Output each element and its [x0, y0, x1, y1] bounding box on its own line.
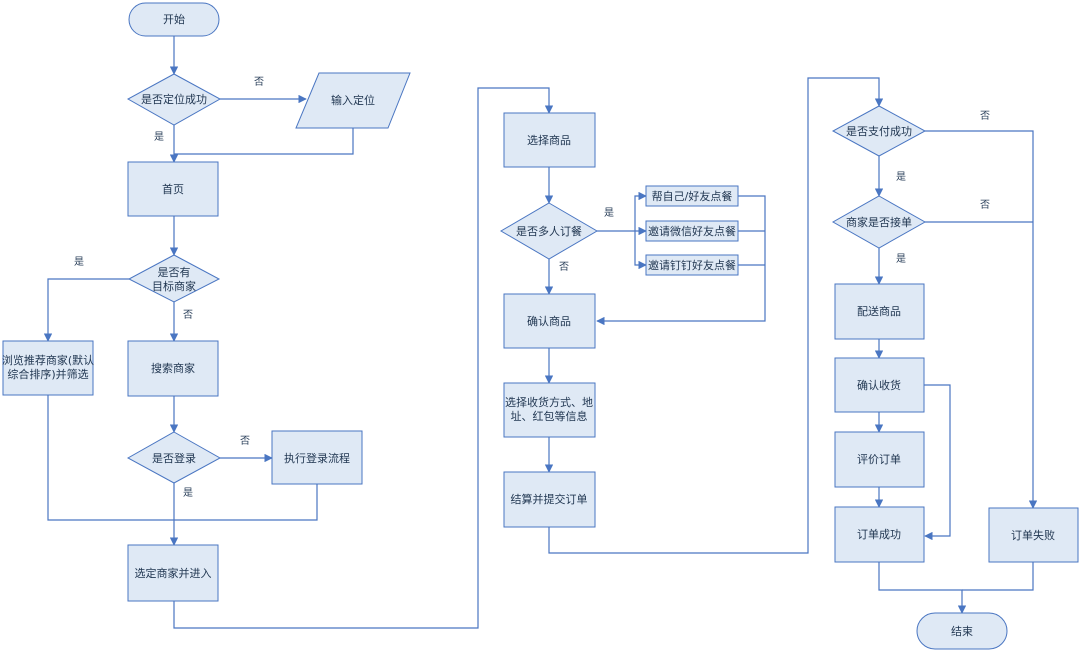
- node-input-location-label: 输入定位: [331, 93, 375, 107]
- node-input-location: 输入定位: [295, 72, 411, 129]
- decision-has-target: 是否有 目标商家: [127, 254, 221, 303]
- node-deliver-label: 配送商品: [857, 304, 901, 318]
- node-confirm-receipt-label: 确认收货: [857, 378, 901, 392]
- node-start: 开始: [128, 2, 220, 37]
- decision-multi-order: 是否多人订餐: [500, 202, 598, 260]
- edge-multi-yes-to-dingtalk: [634, 231, 647, 270]
- node-invite-wechat-label: 邀请微信好友点餐: [648, 224, 736, 238]
- node-login-flow-label: 执行登录流程: [284, 451, 350, 465]
- decision-logged-in: 是否登录: [126, 431, 222, 484]
- node-home-label: 首页: [162, 182, 184, 196]
- decision-locate-label: 是否定位成功: [141, 92, 207, 106]
- edge-receipt-to-success: [924, 384, 951, 541]
- edges: [43, 36, 1038, 629]
- label-login-yes: 是: [183, 487, 193, 499]
- node-invite-dingtalk: 邀请钉钉好友点餐: [645, 254, 739, 276]
- node-confirm-goods-label: 确认商品: [527, 314, 571, 328]
- node-choose-info-label-1: 选择收货方式、地: [505, 395, 593, 409]
- node-login-flow: 执行登录流程: [271, 430, 363, 485]
- node-deliver: 配送商品: [834, 283, 925, 340]
- decision-has-target-label-2: 目标商家: [152, 279, 196, 293]
- label-pay-no: 否: [980, 110, 990, 122]
- node-browse-label-1: 浏览推荐商家(默认: [2, 353, 94, 367]
- label-login-no: 否: [240, 435, 250, 447]
- decision-has-target-label-1: 是否有: [158, 265, 191, 279]
- node-review: 评价订单: [834, 431, 925, 488]
- edge-input-to-home: [174, 128, 354, 155]
- label-target-no: 否: [183, 309, 193, 321]
- node-choose-info-label-2: 址、红包等信息: [511, 409, 588, 423]
- label-locate-yes: 是: [154, 131, 164, 143]
- edge-multi-yes-to-self: [634, 191, 647, 231]
- node-choose-info: 选择收货方式、地 址、红包等信息: [503, 382, 596, 438]
- node-end: 结束: [916, 612, 1008, 650]
- label-multi-no: 否: [559, 261, 569, 273]
- node-choose-goods-label: 选择商品: [527, 133, 571, 147]
- node-confirm-receipt: 确认收货: [834, 357, 925, 413]
- node-choose-goods: 选择商品: [503, 112, 596, 168]
- node-order-success: 订单成功: [834, 506, 925, 563]
- edge-success-to-end: [878, 562, 967, 614]
- edge-options-to-confirm: [596, 195, 766, 326]
- node-order-fail: 订单失败: [988, 507, 1079, 563]
- edge-select-to-choose-goods: [173, 87, 554, 629]
- edge-labels: 否 是 是 否 否 是 是 否 否 是 否 是: [74, 76, 990, 499]
- node-invite-wechat: 邀请微信好友点餐: [645, 220, 739, 242]
- node-order-success-label: 订单成功: [857, 528, 901, 541]
- label-target-yes: 是: [74, 256, 84, 268]
- node-search-label: 搜索商家: [151, 361, 195, 375]
- decision-logged-in-label: 是否登录: [152, 451, 196, 465]
- node-settle-submit-label: 结算并提交订单: [511, 492, 588, 506]
- node-select-merchant: 选定商家并进入: [127, 544, 219, 602]
- node-browse-label-2: 综合排序)并筛选: [7, 367, 88, 381]
- node-for-self-friend: 帮自己/好友点餐: [645, 185, 739, 207]
- edge-settle-to-pay: [548, 77, 884, 554]
- decision-merchant-accept-label: 商家是否接单: [846, 215, 912, 229]
- label-accept-no: 否: [980, 199, 990, 211]
- edge-loginflow-to-select: [174, 484, 318, 521]
- edge-fail-to-end: [962, 562, 1034, 591]
- edge-pay-no-to-fail: [925, 130, 1038, 509]
- label-locate-no: 否: [254, 76, 264, 88]
- node-review-label: 评价订单: [857, 453, 901, 466]
- node-start-label: 开始: [163, 12, 185, 26]
- edge-browse-to-select: [47, 395, 174, 521]
- node-for-self-friend-label: 帮自己/好友点餐: [652, 189, 733, 203]
- node-invite-dingtalk-label: 邀请钉钉好友点餐: [648, 258, 736, 272]
- edge-target-yes-to-browse: [43, 278, 129, 342]
- decision-merchant-accept: 商家是否接单: [831, 195, 927, 249]
- decision-multi-order-label: 是否多人订餐: [516, 224, 582, 238]
- node-browse: 浏览推荐商家(默认 综合排序)并筛选: [2, 340, 94, 396]
- decision-pay-ok: 是否支付成功: [831, 105, 927, 157]
- label-accept-yes: 是: [896, 253, 906, 265]
- decision-locate: 是否定位成功: [126, 73, 222, 126]
- node-settle-submit: 结算并提交订单: [503, 471, 596, 528]
- node-confirm-goods: 确认商品: [503, 293, 596, 349]
- label-multi-yes: 是: [604, 207, 614, 219]
- node-order-fail-label: 订单失败: [1011, 528, 1055, 542]
- decision-pay-ok-label: 是否支付成功: [846, 125, 912, 138]
- label-pay-yes: 是: [896, 171, 906, 183]
- node-search: 搜索商家: [127, 340, 219, 397]
- node-select-merchant-label: 选定商家并进入: [135, 566, 212, 580]
- node-home: 首页: [127, 161, 219, 217]
- node-end-label: 结束: [951, 625, 973, 638]
